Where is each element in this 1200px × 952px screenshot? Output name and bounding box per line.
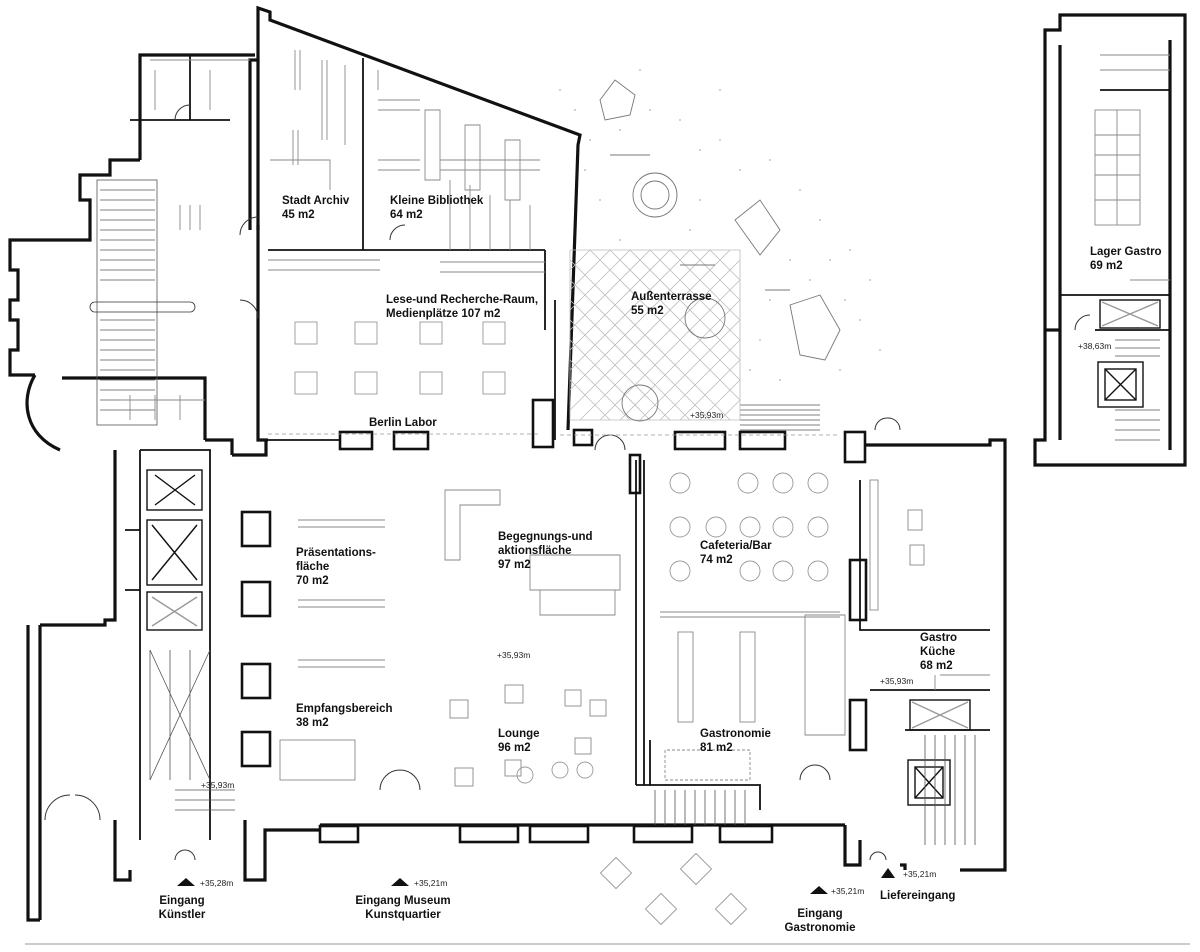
elevators-and-shafts: [146, 299, 1161, 806]
outdoor-tables: [599, 852, 748, 926]
furniture: [120, 50, 1170, 787]
room-name-2: Küche: [920, 646, 956, 658]
room-name-2: aktionsfläche: [498, 545, 572, 557]
room-area: 64 m2: [390, 209, 423, 221]
room-name-2: fläche: [296, 561, 330, 573]
room-area: 70 m2: [296, 575, 329, 587]
room-label-lese-raum: Lese-und Recherche-Raum, Medienplätze 10…: [386, 293, 538, 321]
room-label-aussenterrasse: Außenterrasse 55 m2: [631, 290, 712, 318]
room-area: 68 m2: [920, 660, 953, 672]
elevation-eingang-gastronomie: +35,21m: [831, 886, 865, 896]
room-label-lounge: Lounge 96 m2: [498, 727, 540, 755]
room-name: Empfangsbereich: [296, 703, 393, 715]
room-area: 55 m2: [631, 305, 664, 317]
room-area: 45 m2: [282, 209, 315, 221]
outer-walls: [8, 5, 1187, 922]
doors: [44, 104, 1091, 861]
entrance-label-gastronomie: Eingang Gastronomie: [778, 907, 862, 935]
entrance-line-1: Eingang: [159, 895, 205, 907]
room-name: Kleine Bibliothek: [390, 195, 484, 207]
thick-pillars: [240, 398, 868, 844]
room-area: 69 m2: [1090, 260, 1123, 272]
elevation-eingang-kuenstler: +35,28m: [200, 878, 234, 888]
room-label-begegnung: Begegnungs-und aktionsfläche 97 m2: [498, 530, 593, 572]
entrance-label-liefereingang: Liefereingang: [880, 889, 955, 903]
terrace-paving: [569, 249, 741, 421]
elevation-liefereingang: +35,21m: [903, 869, 937, 879]
entrance-line-2: Kunstquartier: [365, 909, 441, 921]
room-label-lager-gastro: Lager Gastro 69 m2: [1090, 245, 1162, 273]
room-label-berlin-labor: Berlin Labor: [369, 416, 437, 430]
room-area: 97 m2: [498, 559, 531, 571]
room-area: 38 m2: [296, 717, 329, 729]
terrace-dots: [559, 69, 881, 381]
room-name: Stadt Archiv: [282, 195, 350, 207]
room-name: Außenterrasse: [631, 291, 712, 303]
room-label-gastro-kueche: Gastro Küche 68 m2: [920, 631, 957, 673]
elevation-eingang-museum: +35,21m: [414, 878, 448, 888]
room-name: Gastronomie: [700, 728, 771, 740]
entrance-line-1: Eingang: [797, 908, 843, 920]
room-label-stadt-archiv: Stadt Archiv 45 m2: [282, 194, 349, 222]
entrance-line-2: Künstler: [158, 909, 206, 921]
room-label-cafeteria: Cafeteria/Bar 74 m2: [700, 539, 772, 567]
room-name: Lese-und Recherche-Raum,: [386, 294, 539, 306]
stairs: [89, 179, 1160, 845]
elevation-center: +35,93m: [497, 650, 531, 660]
room-area: 81 m2: [700, 742, 733, 754]
elevation-terrasse: +35,93m: [690, 410, 724, 420]
room-name: Cafeteria/Bar: [700, 540, 772, 552]
interior-walls: [125, 55, 1170, 840]
elevation-kueche: +35,93m: [880, 676, 914, 686]
entrance-line-1: Liefereingang: [880, 890, 956, 902]
room-area: 74 m2: [700, 554, 733, 566]
room-name-1: Präsentations-: [296, 547, 376, 559]
room-name-1: Gastro: [920, 632, 958, 644]
entrance-label-kuenstler: Eingang Künstler: [150, 894, 214, 922]
berlin-labor-divider: [268, 433, 840, 436]
room-label-praesentation: Präsentations- fläche 70 m2: [296, 546, 376, 588]
room-area: 96 m2: [498, 742, 531, 754]
room-label-empfang: Empfangsbereich 38 m2: [296, 702, 393, 730]
room-name: Lager Gastro: [1090, 246, 1162, 258]
room-label-gastronomie: Gastronomie 81 m2: [700, 727, 771, 755]
entrance-line-1: Eingang Museum: [355, 895, 451, 907]
terrace-trees: [599, 79, 841, 422]
entrance-line-2: Gastronomie: [784, 922, 856, 934]
entrance-label-museum: Eingang Museum Kunstquartier: [350, 894, 456, 922]
room-label-kleine-bibliothek: Kleine Bibliothek 64 m2: [390, 194, 483, 222]
room-name-1: Begegnungs-und: [498, 531, 593, 543]
elevation-lager: +38,63m: [1078, 341, 1112, 351]
room-area: Medienplätze 107 m2: [386, 308, 501, 320]
room-name: Berlin Labor: [369, 417, 437, 429]
elevation-kuenstler-stair: +35,93m: [201, 780, 235, 790]
room-name: Lounge: [498, 728, 540, 740]
entrance-markers: [177, 868, 895, 894]
